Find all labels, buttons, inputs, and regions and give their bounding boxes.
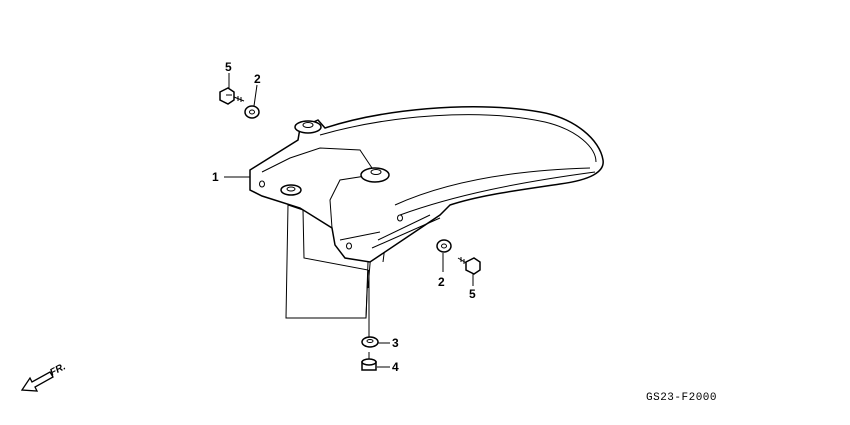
washer-right	[436, 239, 452, 253]
callout-5-right: 5	[469, 287, 476, 301]
grommet	[361, 336, 379, 348]
bolt-right	[457, 257, 481, 275]
bolt-top	[219, 87, 245, 105]
rear-fender-part	[249, 106, 604, 319]
screw	[361, 352, 377, 371]
callout-3: 3	[392, 336, 399, 350]
leader-lines	[224, 73, 474, 368]
callout-1: 1	[212, 170, 219, 184]
callout-5-top: 5	[225, 60, 232, 74]
diagram-code: GS23-F2000	[646, 392, 717, 404]
front-direction-label: FR.	[48, 361, 67, 378]
callout-2-top: 2	[254, 72, 261, 86]
callout-4: 4	[392, 360, 399, 374]
front-direction-arrow: FR.	[20, 361, 68, 392]
washer-top	[244, 105, 260, 119]
callout-2-right: 2	[438, 275, 445, 289]
